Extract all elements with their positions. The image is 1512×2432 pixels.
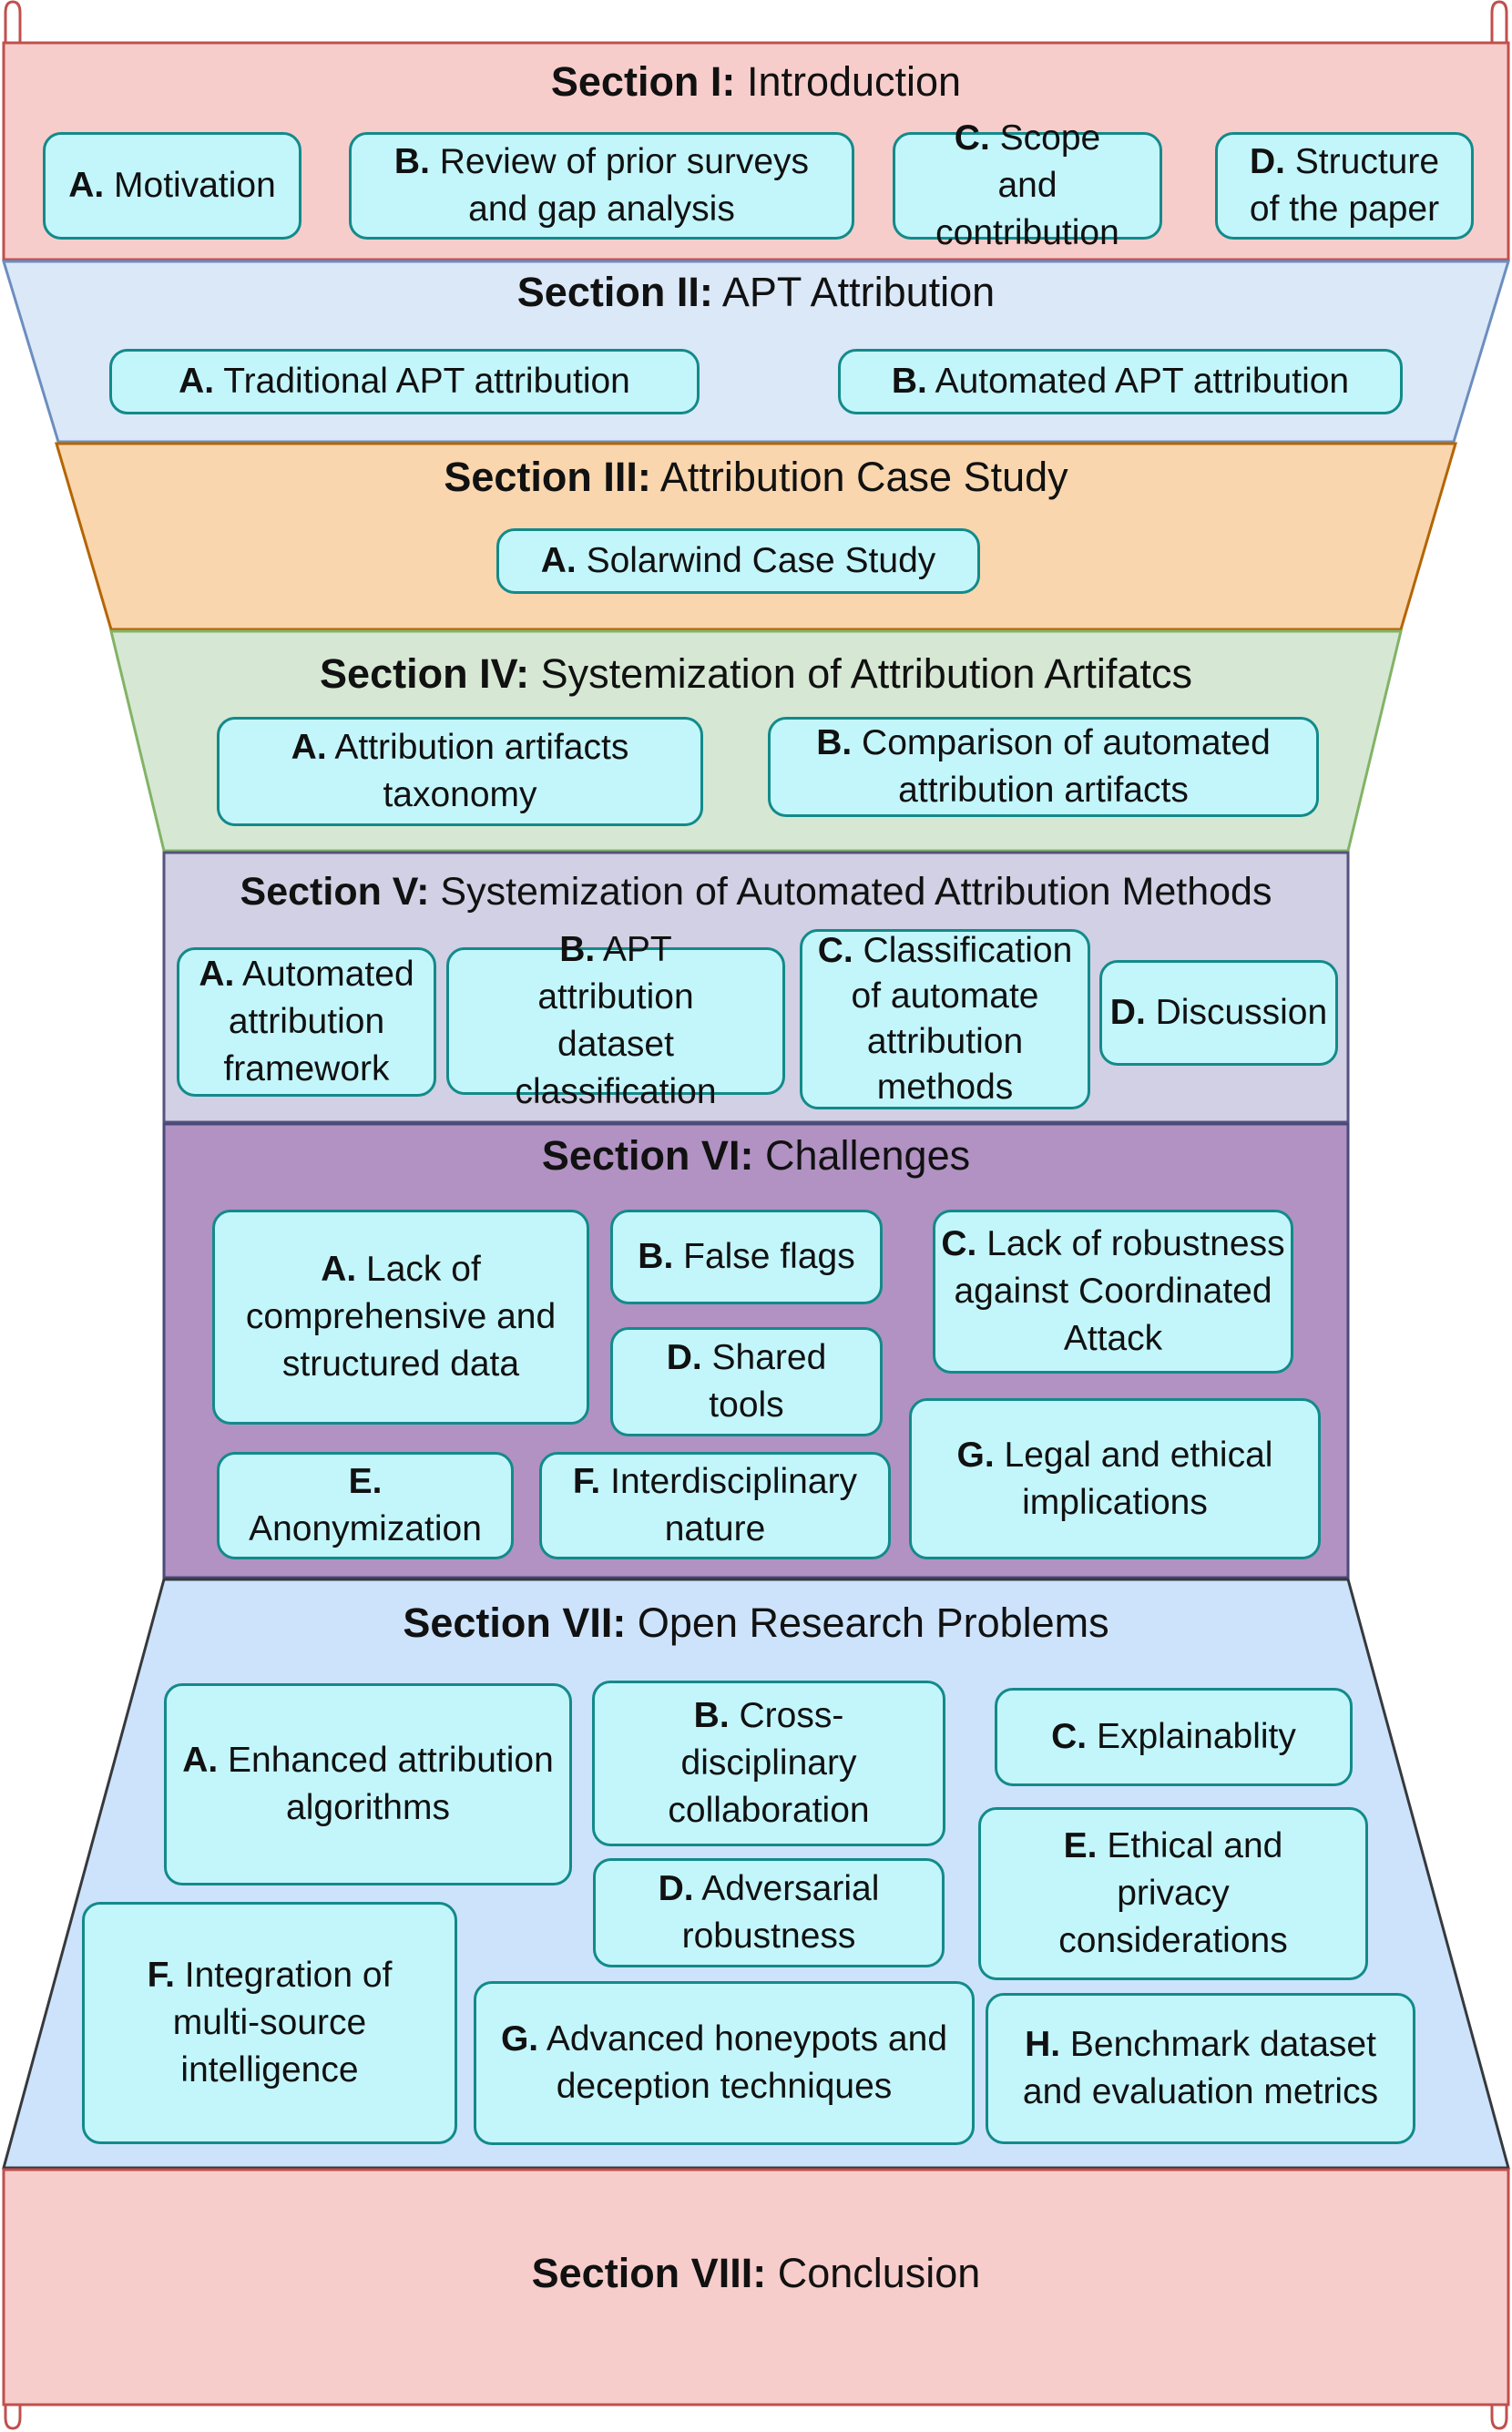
section-4-title: Section IV: Systemization of Attribution… bbox=[320, 650, 1192, 697]
item-box: A. Attribution artifacts taxonomy bbox=[217, 717, 703, 826]
item-box: C. Scope and contribution bbox=[893, 118, 1162, 252]
item-box: D. Discussion bbox=[1099, 960, 1338, 1066]
section-8-title: Section VIII: Conclusion bbox=[531, 2250, 981, 2296]
section-2-title: Section II: APT Attribution bbox=[516, 269, 996, 315]
item-box: G. Legal and ethical implications bbox=[909, 1398, 1321, 1559]
item-box: C. Explainablity bbox=[995, 1688, 1353, 1786]
item-box: B. False flags bbox=[610, 1210, 883, 1304]
section-8-scroll-curl-right bbox=[1490, 2405, 1508, 2430]
item-box: A. Solarwind Case Study bbox=[496, 528, 980, 594]
item-box: B. APT attribution dataset classificatio… bbox=[446, 930, 785, 1111]
item-box: G. Advanced honeypots and deception tech… bbox=[474, 1981, 975, 2145]
item-box: B. Review of prior surveys and gap analy… bbox=[349, 132, 854, 240]
item-box: H. Benchmark dataset and evaluation metr… bbox=[986, 1993, 1415, 2144]
item-box: E. Ethical and privacy considerations bbox=[978, 1807, 1368, 1980]
item-box: C. Lack of robustness against Coordinate… bbox=[933, 1210, 1293, 1374]
item-box: F. Integration of multi-source intellige… bbox=[82, 1902, 457, 2144]
item-box: A. Automated attribution framework bbox=[177, 947, 436, 1097]
item-box: D. Structure of the paper bbox=[1215, 132, 1474, 240]
section-8-band bbox=[2, 2168, 1510, 2406]
item-box: A. Traditional APT attribution bbox=[109, 349, 700, 414]
item-box: B. Cross-disciplinary collaboration bbox=[592, 1681, 945, 1846]
section-1-scroll-curl-right bbox=[1490, 0, 1508, 43]
section-6-title: Section VI: Challenges bbox=[541, 1132, 971, 1179]
section-1-title: Section I: Introduction bbox=[550, 58, 962, 105]
item-box: E.Anonymization bbox=[217, 1452, 514, 1559]
section-8-scroll-curl-left bbox=[4, 2405, 22, 2430]
item-box: A. Lack of comprehensive and structured … bbox=[212, 1210, 589, 1425]
section-7-title: Section VII: Open Research Problems bbox=[403, 1599, 1109, 1646]
item-box: A. Enhanced attribution algorithms bbox=[164, 1683, 572, 1885]
item-box: B. Automated APT attribution bbox=[838, 349, 1403, 414]
item-box: D. Shared tools bbox=[610, 1327, 883, 1436]
item-box: F. Interdisciplinary nature bbox=[539, 1452, 891, 1559]
item-box: C. Classification of automate attributio… bbox=[800, 929, 1090, 1109]
item-box: B. Comparison of automated attribution a… bbox=[768, 717, 1319, 817]
section-1-scroll-curl-left bbox=[4, 0, 22, 43]
item-box: D. Adversarial robustness bbox=[593, 1858, 945, 1967]
section-5-title: Section V: Systemization of Automated At… bbox=[240, 870, 1272, 914]
section-3-title: Section III: Attribution Case Study bbox=[444, 454, 1068, 500]
item-box: A. Motivation bbox=[43, 132, 301, 240]
